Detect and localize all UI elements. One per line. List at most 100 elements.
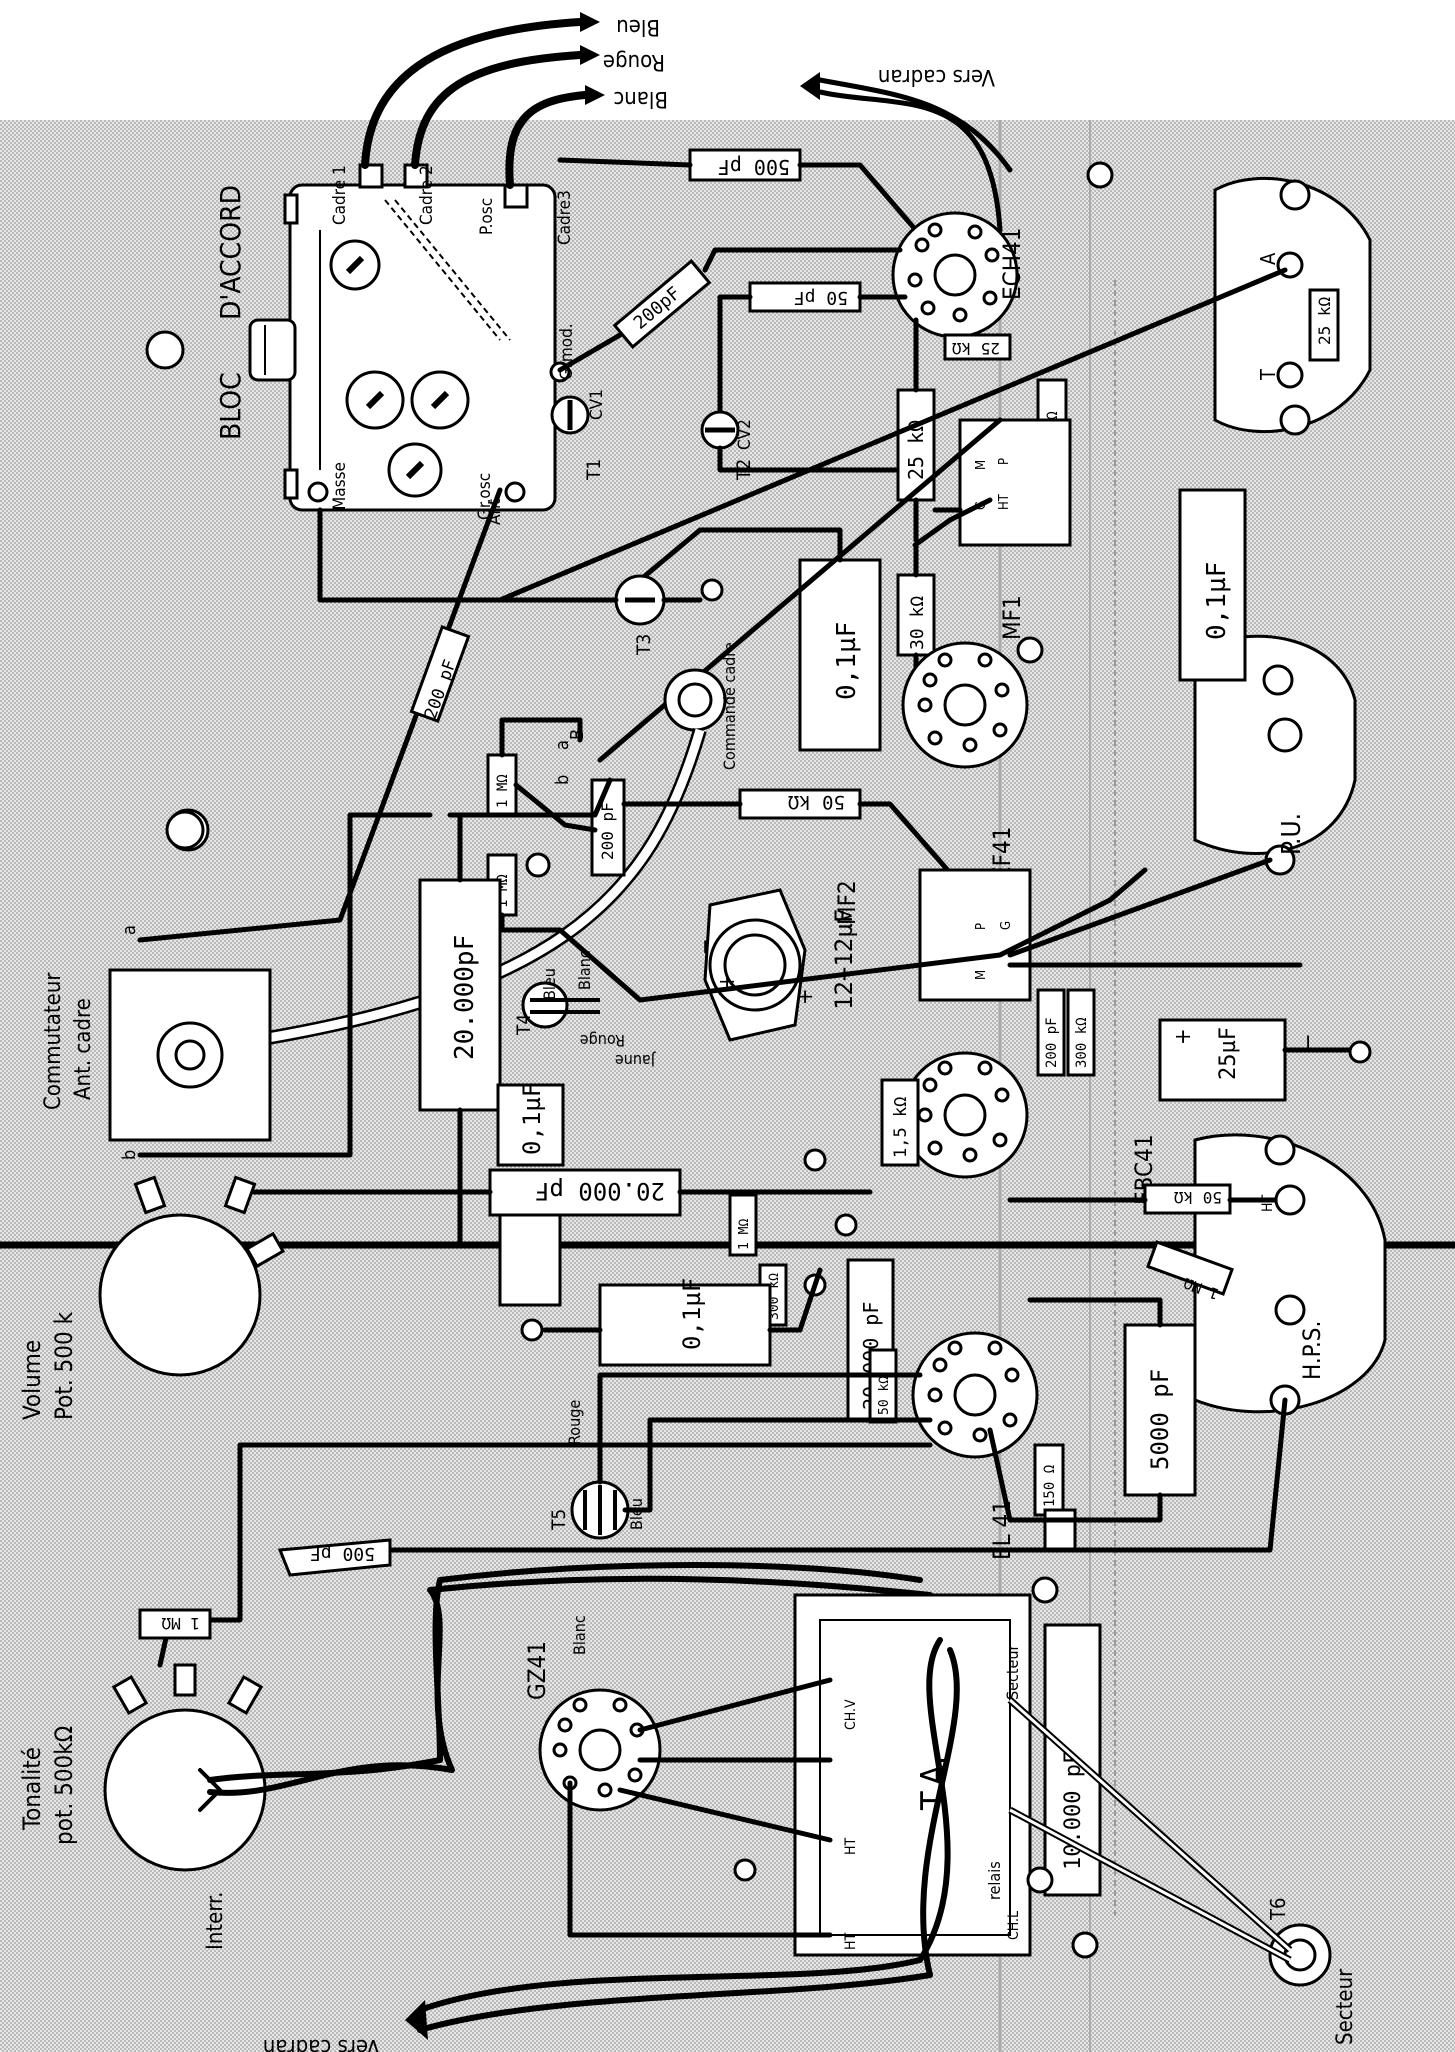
commutateur-label: Commutateur [41, 972, 66, 1110]
cap-01uf-mf1-label: 0,1µF [832, 622, 862, 700]
cv1-label: CV1 [587, 389, 607, 420]
bleu-t5: Bleu [627, 1498, 646, 1530]
rouge-t5: Rouge [565, 1400, 584, 1445]
gz41-socket [538, 1688, 662, 1812]
cap-200pf-ebc [1036, 988, 1066, 1077]
res-1m-ebc-label: 1 MΩ [737, 1219, 752, 1250]
rouge-t4: Rouge [580, 1031, 625, 1050]
comm-b-label: b [119, 1150, 140, 1160]
svg-text:B: B [567, 729, 588, 740]
chv-label: CH.V [843, 1699, 859, 1730]
res-1m-ton [138, 1608, 212, 1640]
res-1m-a-label: 1 MΩ [495, 774, 511, 808]
posc-label: P.osc [477, 198, 497, 235]
t5-label: T5 [548, 1509, 570, 1531]
res-1m-ebc [728, 1193, 758, 1257]
blanc-t4: Blanc [575, 950, 594, 990]
vers-cadran-bottom: Vers cadran [263, 2034, 380, 2052]
ebc41-socket [901, 1051, 1029, 1179]
interr-label: Interr. [203, 1892, 228, 1950]
cap-12-12uf-label: 12+12µF [830, 909, 858, 1010]
res-25k-ech [943, 333, 1012, 361]
svg-text:HT: HT [997, 493, 1012, 510]
pu-socket [1193, 634, 1357, 876]
pot500kohm-label: pot. 500kΩ [50, 1726, 78, 1845]
comm-a-label: a [119, 925, 140, 935]
grosc-label: Gr.osc [475, 473, 495, 520]
hps-ht: HT [1260, 1195, 1276, 1212]
bleu-t4: Bleu [540, 968, 559, 1000]
tonalite-label: Tonalité [18, 1747, 46, 1831]
svg-text:+: + [793, 988, 818, 1005]
res-300k-a-label: 300 kΩ [1074, 1017, 1090, 1068]
commande-cadre-label: Commande cadre [720, 642, 739, 770]
cadre2-label: Cadre 2 [417, 165, 437, 225]
svg-text:P: P [997, 458, 1012, 465]
gz41-label: GZ41 [523, 1641, 551, 1700]
ech41-socket [891, 211, 1019, 339]
rouge-label-top: Rouge [603, 49, 665, 74]
res-1m-ton-label: 1 MΩ [161, 1614, 200, 1633]
res-1m-hps [1146, 1240, 1234, 1296]
res-30k-label: 30 kΩ [907, 596, 928, 650]
t4-terminal [521, 981, 569, 1029]
hps-socket [1193, 1133, 1387, 1416]
res-300k-a [1066, 988, 1096, 1077]
ht-left-label: HT [843, 1838, 859, 1855]
t4-label: T4 [513, 1014, 535, 1036]
cadre3-label: Cadre3 [555, 190, 575, 245]
volume-pot [98, 1175, 286, 1377]
svg-text:b: b [552, 775, 573, 785]
pu-label: P.U. [1277, 813, 1307, 855]
pickup-socket-top [1213, 177, 1372, 436]
pot500k-label: Pot. 500 k [50, 1311, 78, 1420]
cap-25uf [1158, 1018, 1287, 1102]
res-50k-hps-label: 50 kΩ [1173, 1188, 1222, 1207]
volume-label: Volume [18, 1340, 46, 1420]
el41-socket [911, 1331, 1039, 1459]
cap-200pf-mid [590, 778, 626, 877]
ant-cadre-label: Ant. cadre [71, 998, 96, 1100]
cap-200pf-ebc-label: 200 pF [1044, 1017, 1060, 1068]
secteur-label: Secteur [1003, 1644, 1022, 1700]
cap-12-12uf [703, 888, 807, 1042]
cap-01uf-mf1 [798, 558, 882, 752]
blanc-label-top: Blanc [613, 86, 668, 111]
t6-label: T6 [1266, 1898, 1290, 1921]
res-15k-label: 1,5 kΩ [891, 1097, 911, 1158]
blanc-gz: Blanc [570, 1615, 589, 1655]
mounting-holes [165, 161, 1114, 1959]
cadre1-label: Cadre 1 [330, 165, 350, 225]
res-25k-ech-label: 25 kΩ [951, 339, 1000, 358]
cap-50pf-label: 50 pF [794, 287, 848, 308]
chl-label: CH.L [1006, 1911, 1022, 1940]
cap-500pf-ton [277, 1538, 392, 1577]
vers-cadran-top: Vers cadran [878, 64, 995, 89]
res-50k-mid-label: 50 kΩ [788, 791, 845, 813]
res-50k-el [868, 1348, 898, 1424]
res-25k-pu-label: 25 kΩ [1315, 296, 1334, 345]
a-label: A [1256, 252, 1280, 265]
cap-01uf-pu [1178, 488, 1247, 682]
res-50k-hps [1143, 1183, 1232, 1215]
bleu-label: Bleu [616, 14, 660, 39]
secteur-bottom-label: Secteur [1333, 1968, 1358, 2045]
res-150-label: 150 Ω [1042, 1465, 1058, 1507]
bloc-label: BLOC [214, 372, 247, 440]
daccord-label: D'ACCORD [214, 185, 247, 320]
cap-25uf-label: 25µF [1216, 1027, 1241, 1080]
cap-200pf-mid-label: 200 pF [598, 802, 617, 860]
ech41-label: ECH41 [998, 228, 1026, 300]
cap-01uf-t4 [496, 1083, 565, 1167]
svg-text:a: a [552, 740, 573, 750]
cap-20000pf-horiz-label: 20.000 pF [535, 1177, 665, 1205]
cap-5000pf-label: 5000 pF [1146, 1369, 1174, 1470]
t1-label: T1 [583, 459, 605, 481]
ef41-socket [901, 641, 1029, 769]
res-15k [880, 1078, 920, 1167]
mf2-transformer [918, 868, 1032, 1002]
cap-20000pf-vert-label: 20.000pF [450, 935, 480, 1060]
cap-01uf-t4-label: 0,1µF [518, 1083, 546, 1155]
